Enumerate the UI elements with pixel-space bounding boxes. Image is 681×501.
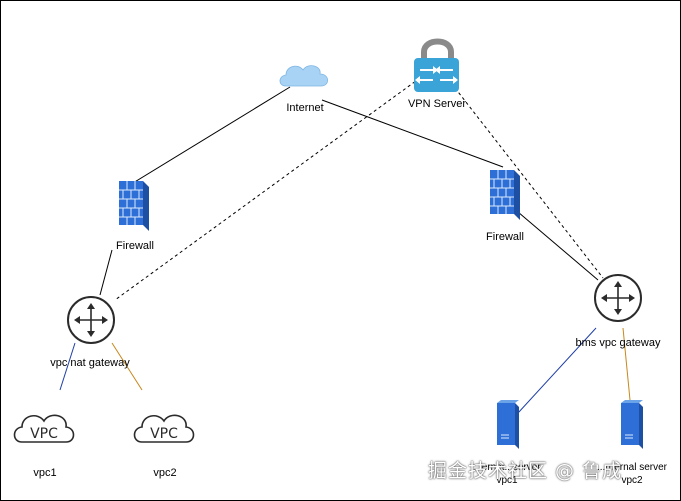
firewall-left-label: Firewall	[116, 240, 154, 252]
edge-firewall-right-bms-gateway	[517, 211, 599, 281]
vpc1-icon-text: VPC	[30, 426, 58, 442]
edge-firewall-left-nat-gateway	[99, 249, 113, 296]
vpc1-label: vpc1	[33, 467, 57, 479]
edge-bms-gateway-server-right	[622, 327, 631, 401]
router-left-icon	[67, 296, 115, 344]
firewall-right-label: Firewall	[486, 231, 524, 243]
server-right-sub-label: vpc2	[621, 475, 643, 486]
server-left-label: ...ernet...server	[473, 462, 541, 473]
vpc2-label: vpc2	[153, 467, 177, 479]
edge-internet-firewall-left	[119, 86, 291, 192]
vpn-server-icon	[414, 38, 459, 92]
edge-bms-gateway-server-left	[517, 327, 597, 414]
edge-nat-gateway-vpc1	[59, 342, 76, 391]
edge-nat-gateway-vpc2	[111, 342, 143, 391]
edge-internet-firewall-right	[321, 99, 504, 168]
server-right-icon	[621, 400, 643, 449]
bms-vpc-gateway-label: bms vpc gateway	[575, 337, 661, 349]
firewall-right-icon	[490, 170, 520, 220]
router-right-icon	[594, 274, 642, 322]
server-left-sub-label: vpc1	[496, 475, 518, 486]
watermark: 掘金技术社区 @ 鲁成	[428, 460, 623, 482]
server-right-label: ...rnernal server	[596, 462, 668, 473]
vpc2-icon-text: VPC	[150, 426, 178, 442]
vpc2-cloud-icon: VPC	[133, 414, 195, 443]
server-left-icon	[497, 400, 519, 449]
edge-vpn-nat-gateway	[114, 77, 421, 301]
internet-cloud-icon	[279, 65, 329, 87]
vpn-server-label: VPN Server	[407, 98, 467, 110]
vpc1-cloud-icon: VPC	[13, 414, 75, 443]
edge-vpn-bms-gateway	[454, 87, 604, 279]
internet-label: Internet	[286, 102, 324, 114]
vpc-nat-gateway-label: vpc nat gateway	[50, 357, 130, 369]
firewall-left-icon	[119, 181, 149, 231]
